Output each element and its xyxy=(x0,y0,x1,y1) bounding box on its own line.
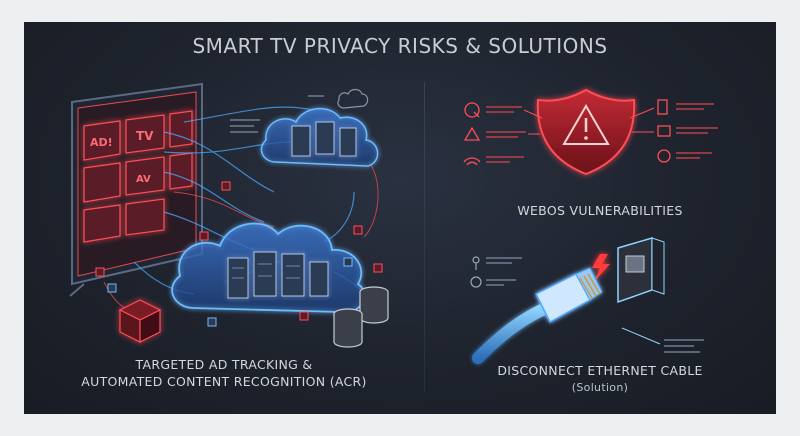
lightning-icon xyxy=(592,254,610,282)
illustration-canvas: AD! TV AV xyxy=(69,82,718,364)
cloud-server-main xyxy=(171,222,366,313)
vulnerability-list-left xyxy=(463,102,481,166)
left-caption-line1: TARGETED AD TRACKING & xyxy=(135,357,313,372)
section-divider xyxy=(424,82,425,392)
left-caption: TARGETED AD TRACKING & AUTOMATED CONTENT… xyxy=(64,356,384,390)
solution-caption-main: DISCONNECT ETHERNET CABLE xyxy=(497,363,703,378)
left-caption-line2: AUTOMATED CONTENT RECOGNITION (ACR) xyxy=(81,374,367,389)
warning-shield-icon xyxy=(536,88,636,176)
small-cloud-icon xyxy=(337,88,369,109)
av-label: AV xyxy=(136,174,151,185)
smart-tv-illustration: AD! TV AV xyxy=(69,82,203,297)
ad-label: AD! xyxy=(90,136,113,149)
infographic-panel: SMART TV PRIVACY RISKS & SOLUTIONS xyxy=(24,22,776,414)
solution-caption-sub: (Solution) xyxy=(571,381,629,394)
webos-caption: WEBOS VULNERABILITIES xyxy=(517,203,683,218)
ethernet-port-icon xyxy=(617,236,665,304)
database-icon xyxy=(333,286,389,348)
cloud-server-top xyxy=(260,108,379,167)
vulnerability-list-right xyxy=(657,99,671,163)
solution-caption: DISCONNECT ETHERNET CABLE (Solution) xyxy=(444,362,756,396)
ethernet-cable-icon xyxy=(472,267,603,364)
data-cube-icon xyxy=(118,299,162,343)
tv-label: TV xyxy=(136,129,154,143)
infographic-title: SMART TV PRIVACY RISKS & SOLUTIONS xyxy=(192,34,608,58)
